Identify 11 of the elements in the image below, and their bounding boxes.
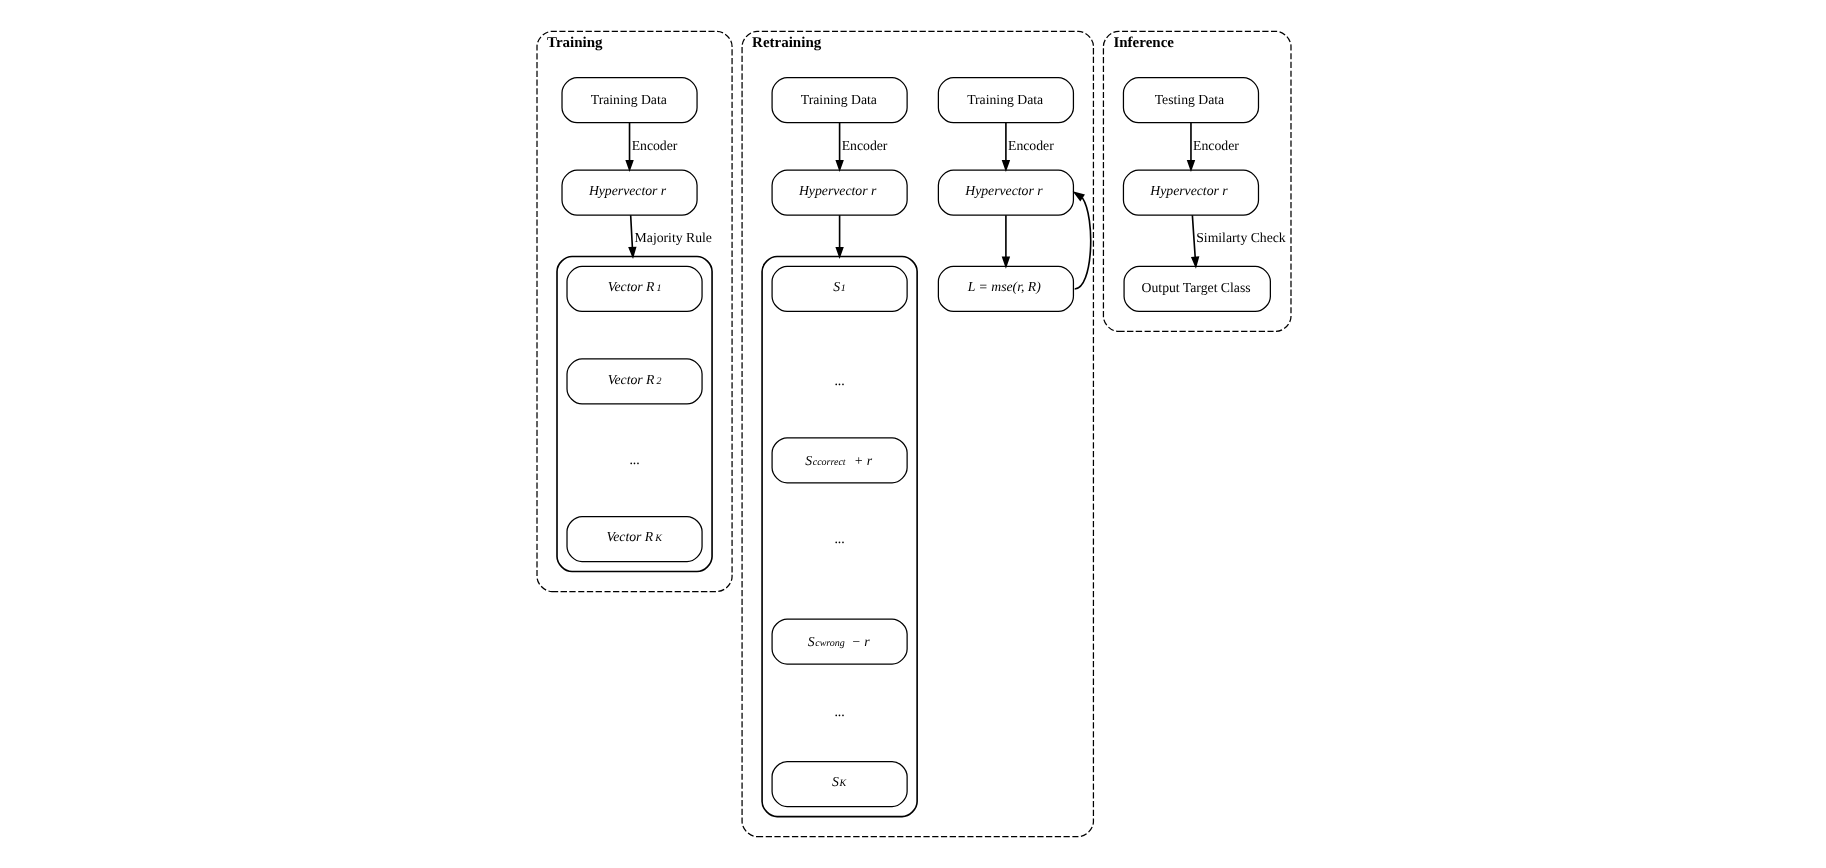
- arrow: [834, 214, 843, 259]
- arrow: [624, 121, 633, 173]
- cluster: [760, 255, 917, 818]
- arrow: [1189, 214, 1199, 269]
- arrow: [1000, 121, 1010, 173]
- cluster: [555, 255, 712, 573]
- arrow: [1000, 214, 1010, 269]
- arrow: [627, 214, 636, 259]
- arrow: [1071, 191, 1091, 290]
- arrow: [1185, 121, 1195, 173]
- arrow: [834, 121, 843, 173]
